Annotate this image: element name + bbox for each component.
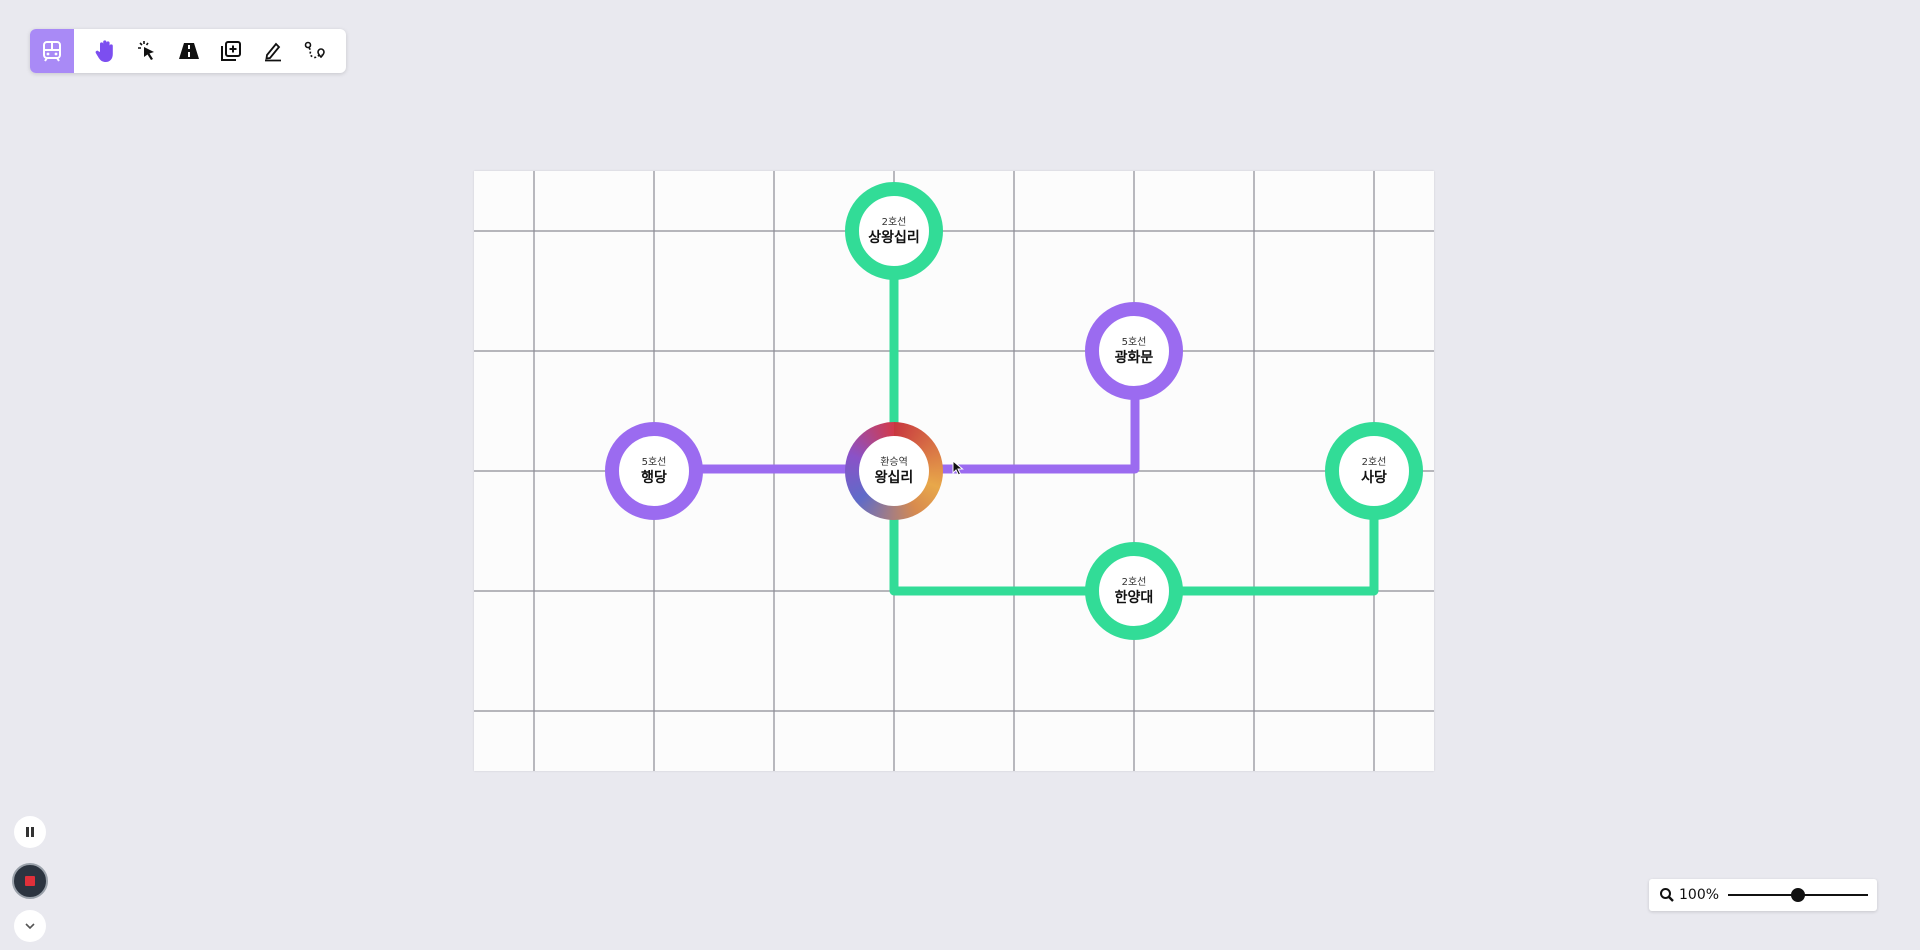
station-wangsimni-transfer[interactable]: 환승역 왕십리	[845, 422, 943, 520]
station-line-label: 2호선	[1121, 576, 1147, 588]
pause-button[interactable]	[14, 816, 46, 848]
station-name: 왕십리	[874, 469, 914, 486]
select-pointer-icon	[138, 41, 154, 60]
station-line-label: 환승역	[880, 456, 908, 468]
hand-tool-button[interactable]	[84, 29, 126, 73]
select-tool-button[interactable]	[126, 29, 168, 73]
pause-icon	[26, 827, 34, 837]
station-sadang[interactable]: 2호선 사당	[1325, 422, 1423, 520]
transfer-station-inner: 환승역 왕십리	[859, 436, 929, 506]
station-line-label: 2호선	[881, 216, 907, 228]
record-stop-button[interactable]	[12, 863, 48, 899]
hand-icon	[95, 40, 113, 62]
record-stop-icon	[25, 876, 35, 886]
zoom-slider-thumb[interactable]	[1791, 888, 1805, 902]
station-line-label: 2호선	[1361, 456, 1387, 468]
editor-toolbar	[30, 29, 346, 73]
zoom-slider[interactable]	[1728, 888, 1868, 902]
road-tool-button[interactable]	[168, 29, 210, 73]
subway-tool-button[interactable]	[30, 29, 74, 73]
add-layer-icon	[221, 41, 241, 61]
zoom-control: 100%	[1649, 879, 1877, 911]
chevron-down-icon	[25, 923, 35, 930]
add-layer-tool-button[interactable]	[210, 29, 252, 73]
station-sangwangsimni[interactable]: 2호선 상왕십리	[845, 182, 943, 280]
expand-button[interactable]	[14, 910, 46, 942]
station-line-label: 5호선	[1121, 336, 1147, 348]
zoom-level-label: 100%	[1679, 887, 1720, 903]
station-name: 행당	[641, 469, 667, 486]
mouse-cursor-icon	[952, 460, 964, 476]
station-gwanghwamun[interactable]: 5호선 광화문	[1085, 302, 1183, 400]
route-map-icon	[304, 41, 325, 59]
magnifier-icon	[1660, 888, 1674, 902]
subway-icon	[43, 41, 61, 62]
route-map-tool-button[interactable]	[294, 29, 336, 73]
station-name: 사당	[1361, 469, 1387, 486]
station-name: 광화문	[1114, 349, 1154, 366]
road-icon	[179, 43, 199, 59]
station-name: 한양대	[1114, 589, 1154, 606]
station-hanyangdae[interactable]: 2호선 한양대	[1085, 542, 1183, 640]
station-line-label: 5호선	[641, 456, 667, 468]
station-haengdang[interactable]: 5호선 행당	[605, 422, 703, 520]
station-name: 상왕십리	[868, 229, 920, 246]
pen-tool-button[interactable]	[252, 29, 294, 73]
pen-icon	[265, 42, 281, 62]
